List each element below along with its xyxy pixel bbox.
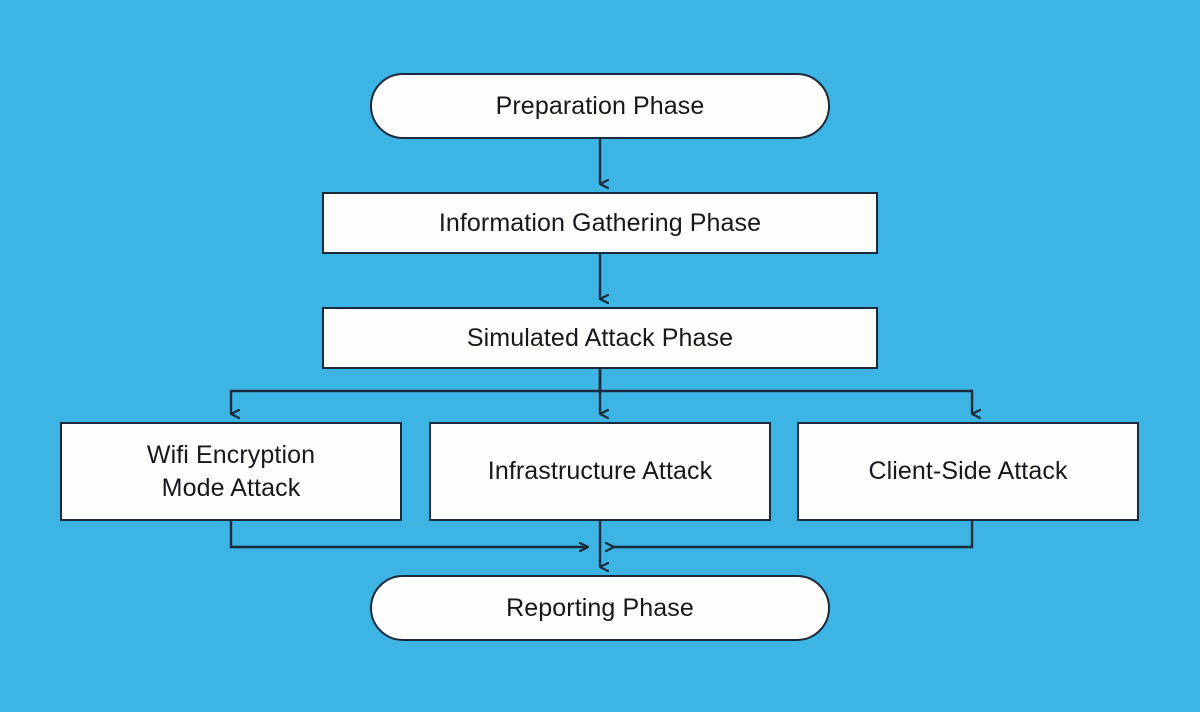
- node-simulated-attack-phase[interactable]: Simulated Attack Phase: [322, 307, 878, 369]
- node-wifi-encryption-mode-attack[interactable]: Wifi Encryption Mode Attack: [60, 422, 402, 521]
- edge-simulated-to-wifi: [229, 369, 602, 414]
- edge-simulated-to-clientside: [598, 369, 972, 414]
- node-preparation-phase-label: Preparation Phase: [495, 91, 705, 120]
- node-simulated-attack-phase-label: Simulated Attack Phase: [466, 323, 734, 352]
- node-wifi-encryption-mode-attack-label: Wifi Encryption Mode Attack: [146, 440, 316, 502]
- node-information-gathering-phase[interactable]: Information Gathering Phase: [322, 192, 878, 254]
- node-client-side-attack-label: Client-Side Attack: [868, 457, 1068, 485]
- node-reporting-phase[interactable]: Reporting Phase: [370, 575, 830, 641]
- node-information-gathering-phase-label: Information Gathering Phase: [438, 208, 762, 237]
- edge-clientside-to-reporting: [614, 521, 974, 547]
- node-client-side-attack[interactable]: Client-Side Attack: [797, 422, 1139, 521]
- edge-wifi-to-reporting: [229, 521, 588, 547]
- node-reporting-phase-label: Reporting Phase: [506, 593, 694, 622]
- node-preparation-phase[interactable]: Preparation Phase: [370, 73, 830, 139]
- node-infrastructure-attack[interactable]: Infrastructure Attack: [429, 422, 771, 521]
- node-infrastructure-attack-label: Infrastructure Attack: [487, 457, 713, 485]
